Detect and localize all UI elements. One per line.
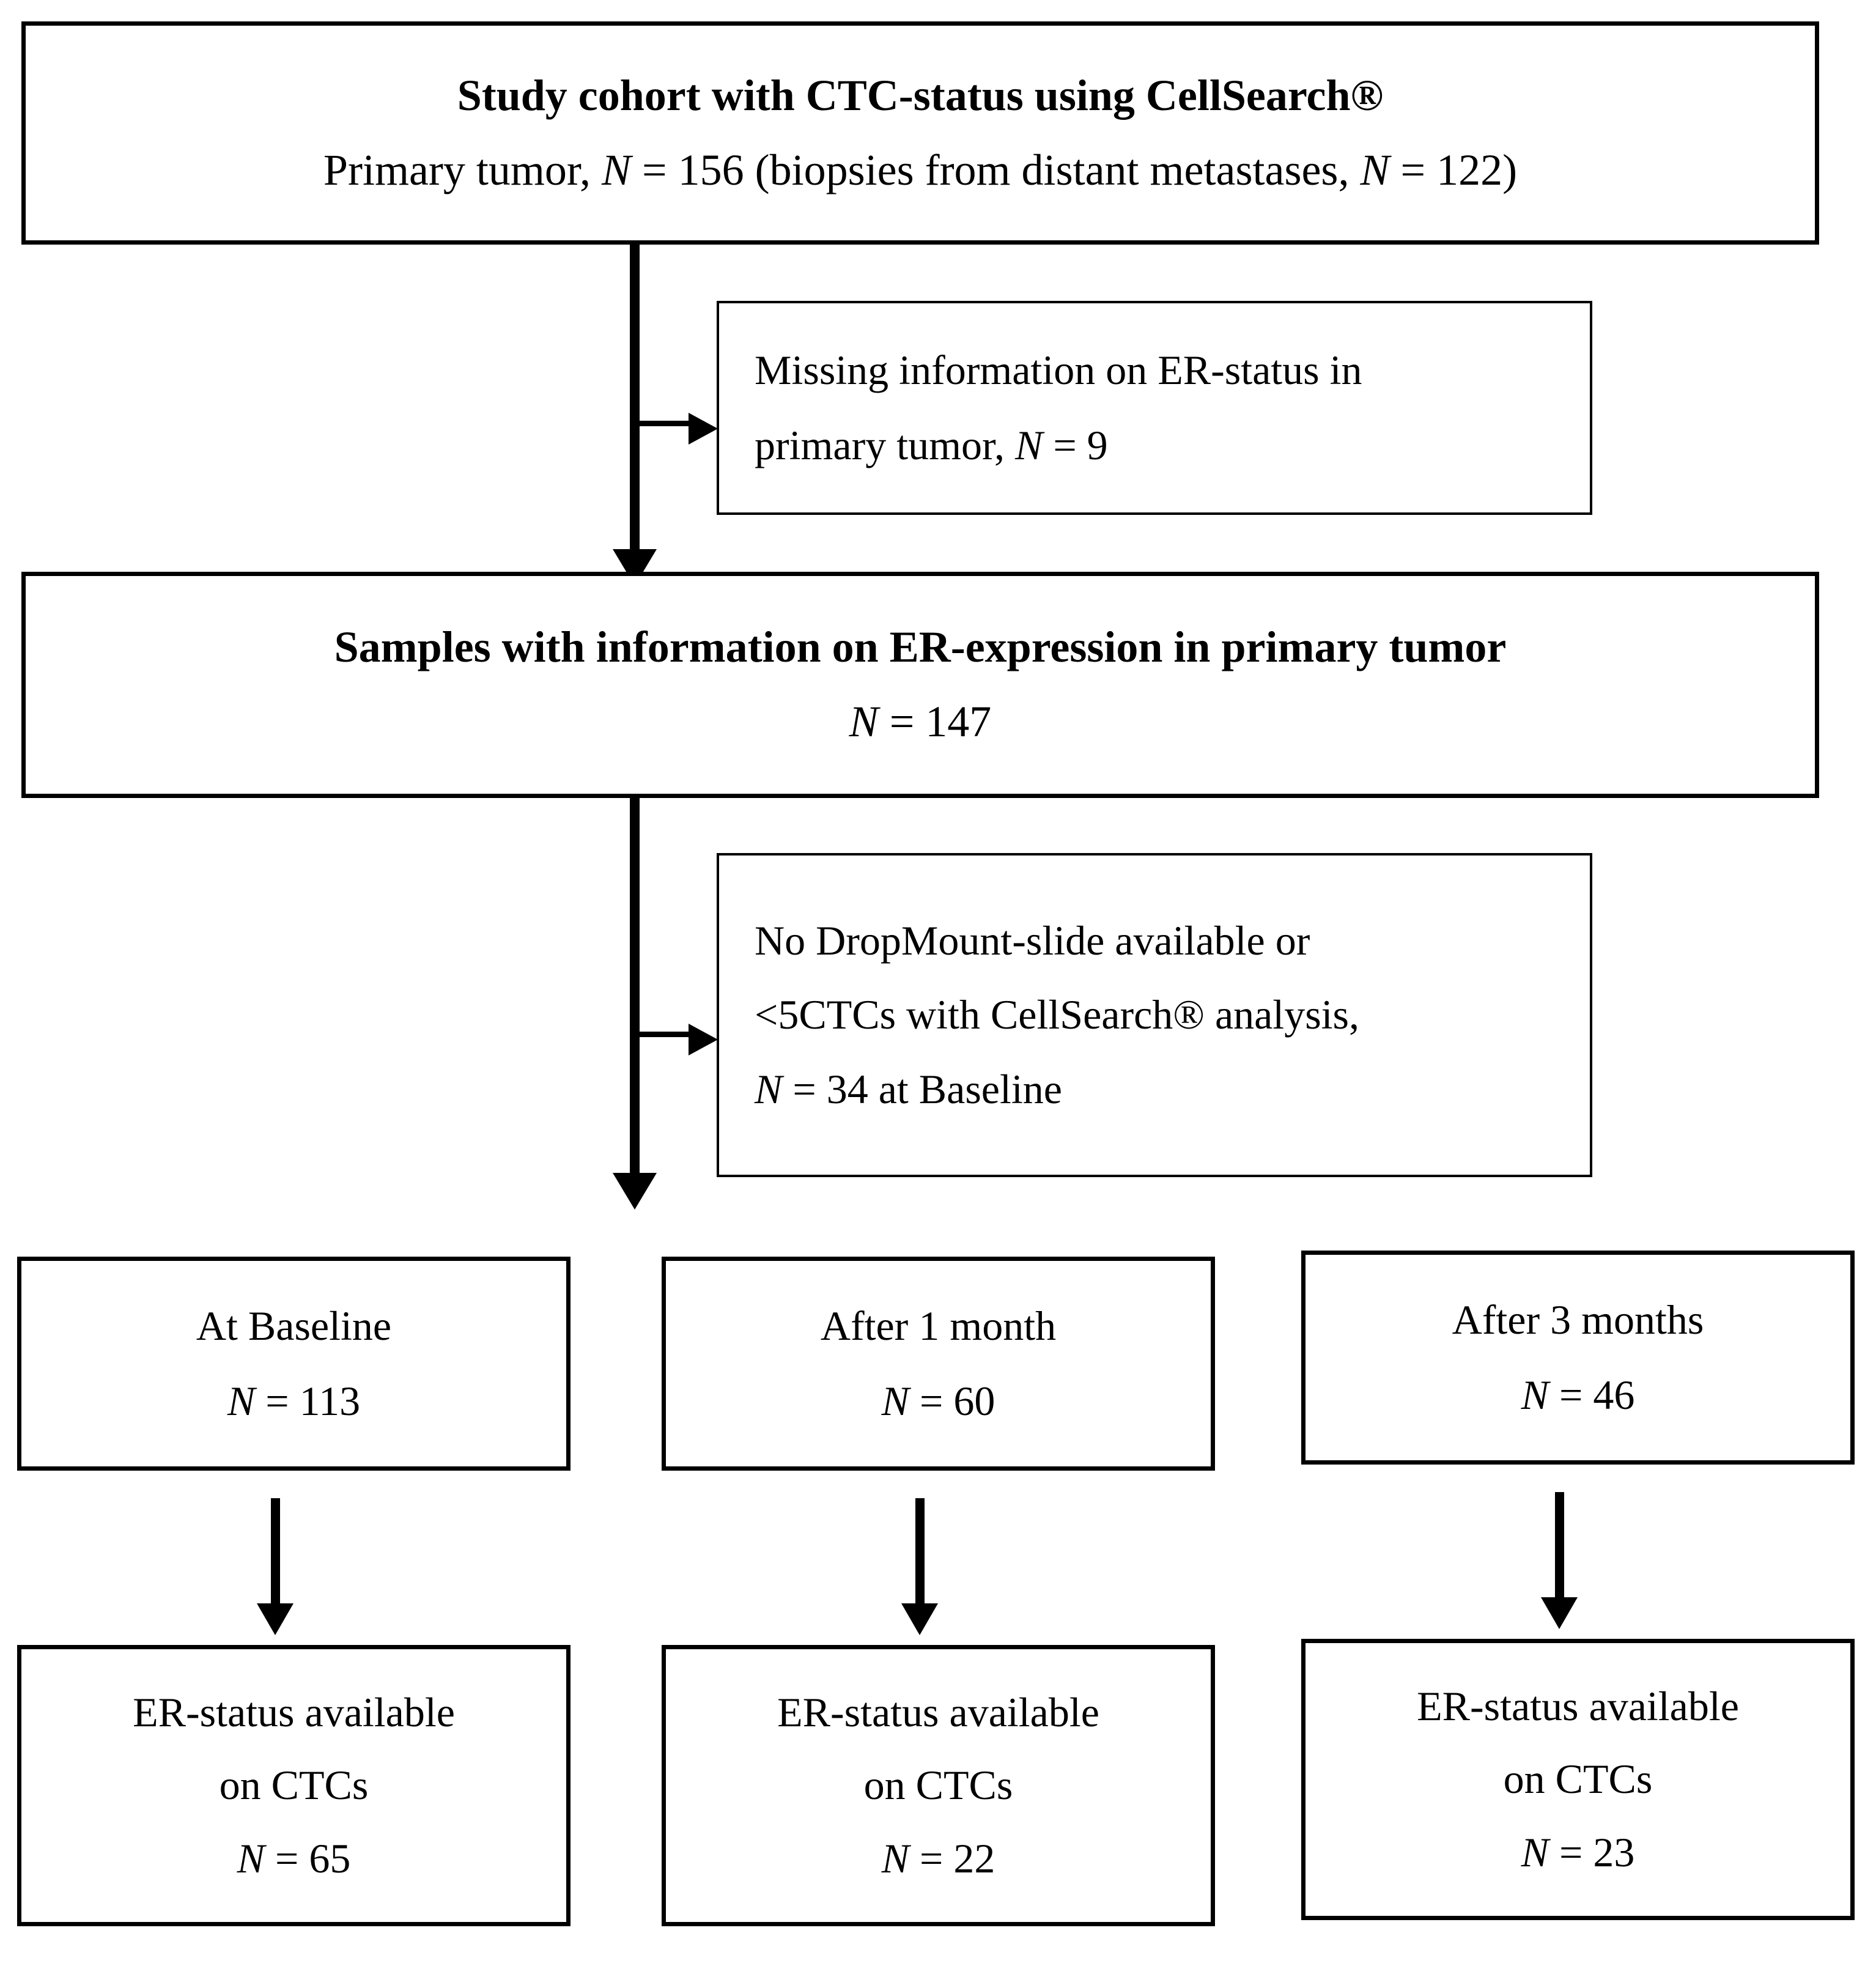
study-cohort-text-c: = 122): [1389, 145, 1518, 194]
study-cohort-n-symbol-1: N: [601, 145, 632, 194]
result-3-months-n-symbol: N: [1521, 1828, 1549, 1875]
samples-er-n-symbol: N: [849, 697, 879, 746]
arrowhead-1-month-to-result: [901, 1603, 938, 1635]
arrowhead-er-exclusion: [689, 413, 718, 445]
arrowhead-dropmount-exclusion: [689, 1024, 718, 1055]
timepoint-1-month-n-value: = 60: [909, 1378, 995, 1424]
exclusion-er-n-symbol: N: [1014, 422, 1043, 468]
arrowhead-baseline-to-result: [257, 1603, 294, 1635]
node-samples-er-expression: Samples with information on ER-expressio…: [21, 572, 1819, 798]
exclusion-dropmount-n-value: = 34 at Baseline: [782, 1065, 1062, 1112]
connector-baseline-to-result: [271, 1498, 280, 1605]
connector-3-months-to-result: [1555, 1492, 1564, 1599]
exclusion-dropmount-line3: N = 34 at Baseline: [755, 1065, 1062, 1112]
node-result-3-months: ER-status available on CTCs N = 23: [1301, 1639, 1855, 1920]
branch-line-dropmount-exclusion: [635, 1032, 696, 1037]
connector-samples-to-timepoints: [630, 798, 640, 1174]
samples-er-n-value: = 147: [878, 697, 992, 746]
node-timepoint-baseline: At Baseline N = 113: [17, 1257, 571, 1471]
study-cohort-text-b: = 156 (biopsies from distant metastases,: [631, 145, 1361, 194]
timepoint-1-month-count: N = 60: [881, 1378, 995, 1424]
exclusion-er-line2: primary tumor, N = 9: [755, 422, 1108, 468]
exclusion-er-line1: Missing information on ER-status in: [755, 346, 1362, 393]
arrowhead-3-months-to-result: [1541, 1597, 1578, 1629]
connector-cohort-to-samples: [630, 245, 640, 550]
node-timepoint-1-month: After 1 month N = 60: [662, 1257, 1215, 1471]
study-cohort-counts: Primary tumor, N = 156 (biopsies from di…: [323, 147, 1517, 194]
result-1-month-n-symbol: N: [881, 1835, 909, 1882]
node-study-cohort: Study cohort with CTC-status using CellS…: [21, 21, 1819, 245]
node-result-1-month: ER-status available on CTCs N = 22: [662, 1645, 1215, 1926]
timepoint-1-month-label: After 1 month: [820, 1302, 1057, 1349]
timepoint-3-months-n-symbol: N: [1521, 1372, 1549, 1418]
result-baseline-line2: on CTCs: [219, 1762, 369, 1809]
timepoint-baseline-count: N = 113: [227, 1378, 361, 1424]
samples-er-title: Samples with information on ER-expressio…: [334, 623, 1507, 672]
timepoint-3-months-n-value: = 46: [1549, 1372, 1635, 1418]
result-baseline-n-symbol: N: [237, 1835, 265, 1882]
result-1-month-line1: ER-status available: [777, 1688, 1099, 1735]
timepoint-baseline-n-symbol: N: [227, 1378, 256, 1424]
timepoint-3-months-label: After 3 months: [1452, 1296, 1704, 1343]
result-3-months-n-value: = 23: [1549, 1828, 1635, 1875]
exclusion-er-text-a: primary tumor,: [755, 422, 1015, 468]
timepoint-baseline-label: At Baseline: [196, 1302, 392, 1349]
result-baseline-count: N = 65: [237, 1835, 351, 1882]
timepoint-baseline-n-value: = 113: [255, 1378, 361, 1424]
exclusion-dropmount-n-symbol: N: [755, 1065, 783, 1112]
branch-line-er-exclusion: [635, 421, 696, 426]
timepoint-3-months-count: N = 46: [1521, 1373, 1635, 1417]
study-cohort-n-symbol-2: N: [1360, 145, 1390, 194]
result-1-month-n-value: = 22: [909, 1835, 995, 1882]
node-result-baseline: ER-status available on CTCs N = 65: [17, 1645, 571, 1926]
result-3-months-count: N = 23: [1521, 1828, 1635, 1875]
result-baseline-line1: ER-status available: [133, 1688, 455, 1735]
result-1-month-count: N = 22: [881, 1835, 995, 1882]
samples-er-count: N = 147: [849, 697, 992, 746]
result-baseline-n-value: = 65: [265, 1835, 351, 1882]
connector-1-month-to-result: [915, 1498, 925, 1605]
study-cohort-title: Study cohort with CTC-status using CellS…: [457, 70, 1384, 120]
study-cohort-text-a: Primary tumor,: [323, 145, 602, 194]
arrowhead-samples-to-timepoints: [613, 1173, 657, 1210]
exclusion-er-text-b: = 9: [1043, 422, 1108, 468]
node-timepoint-3-months: After 3 months N = 46: [1301, 1251, 1855, 1465]
result-3-months-line2: on CTCs: [1503, 1756, 1653, 1803]
result-1-month-line2: on CTCs: [863, 1762, 1013, 1809]
timepoint-1-month-n-symbol: N: [881, 1378, 909, 1424]
node-exclusion-dropmount: No DropMount-slide available or <5CTCs w…: [717, 853, 1592, 1177]
node-exclusion-er-status: Missing information on ER-status in prim…: [717, 301, 1592, 515]
result-3-months-line1: ER-status available: [1417, 1682, 1739, 1729]
exclusion-dropmount-line2: <5CTCs with CellSearch® analysis,: [755, 991, 1360, 1038]
exclusion-dropmount-line1: No DropMount-slide available or: [755, 917, 1310, 964]
